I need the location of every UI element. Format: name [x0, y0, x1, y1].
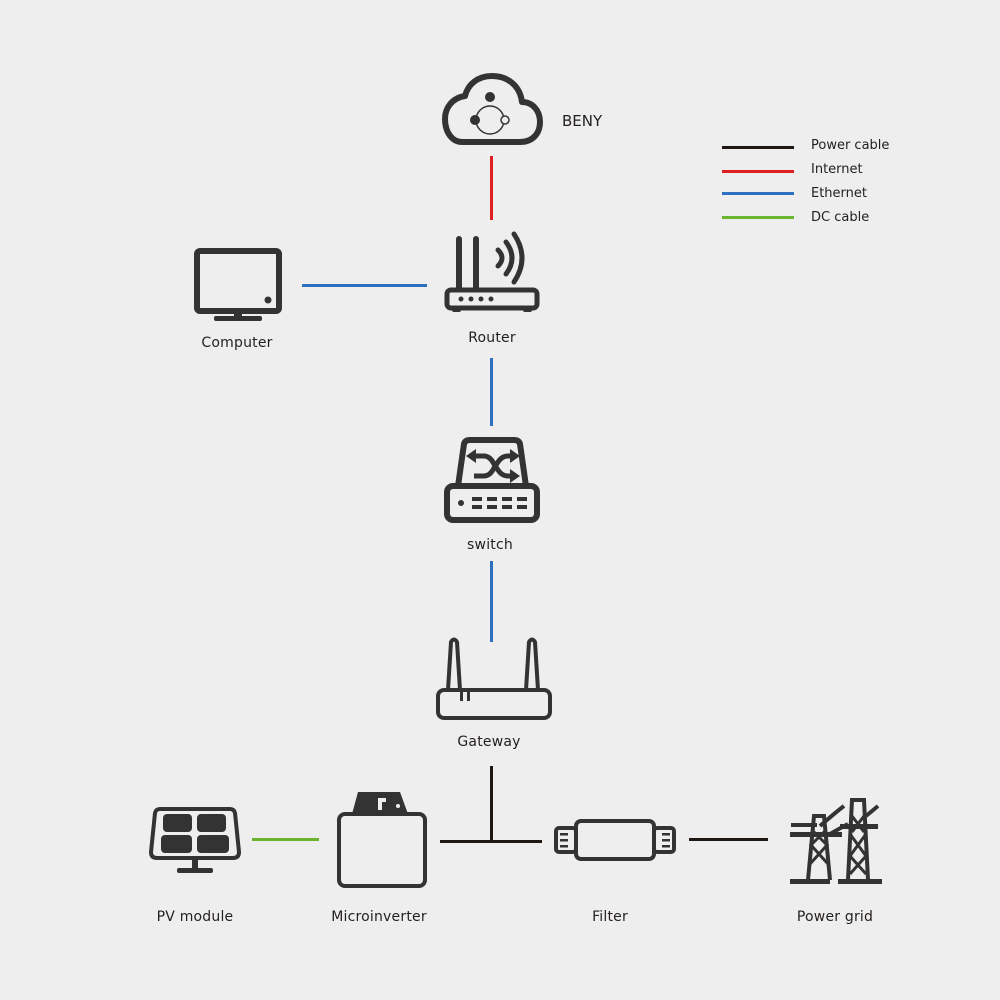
router-icon [444, 231, 540, 312]
cloud-label: BENY [562, 112, 603, 130]
ethernet-line-router-switch [490, 358, 493, 426]
microinverter-label: Microinverter [331, 909, 427, 925]
power-grid-label: Power grid [796, 909, 874, 925]
dc-line-pv-microinverter [252, 838, 319, 841]
ethernet-line-switch-gateway [490, 561, 493, 642]
power-line-filter-grid [689, 838, 768, 841]
legend-swatch-internet [722, 170, 794, 173]
cloud-icon [442, 73, 543, 145]
power-line-gateway-bus [490, 766, 493, 842]
switch-icon [444, 437, 540, 523]
legend-label-power-cable: Power cable [811, 138, 890, 153]
power-tower-icon [790, 798, 882, 884]
filter-label: Filter [592, 909, 628, 925]
ethernet-line-computer-router [302, 284, 427, 287]
computer-label: Computer [201, 335, 273, 351]
legend-swatch-dc-cable [722, 216, 794, 219]
pv-module-label: PV module [156, 909, 234, 925]
filter-icon [554, 819, 676, 861]
switch-label: switch [467, 537, 513, 553]
legend-swatch-ethernet [722, 192, 794, 195]
solar-panel-icon [148, 807, 242, 873]
legend-label-ethernet: Ethernet [811, 186, 867, 201]
internet-line-cloud-router [490, 156, 493, 220]
gateway-label: Gateway [457, 734, 521, 750]
power-line-microinverter-filter [440, 840, 542, 843]
legend-label-internet: Internet [811, 162, 863, 177]
gateway-icon [436, 637, 552, 720]
monitor-icon [194, 248, 282, 321]
legend-label-dc-cable: DC cable [811, 210, 870, 225]
legend-swatch-power-cable [722, 146, 794, 149]
router-label: Router [468, 330, 516, 346]
microinverter-icon [337, 792, 427, 888]
